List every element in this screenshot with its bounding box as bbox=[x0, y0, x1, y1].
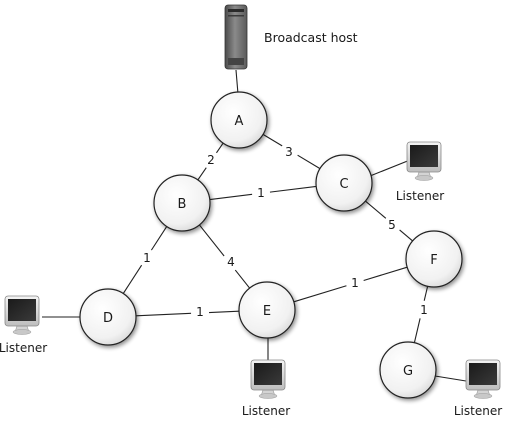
edge-f-g: 1 bbox=[413, 286, 429, 343]
node-label: G bbox=[403, 364, 413, 379]
node-circle bbox=[238, 281, 296, 339]
listener-d: Listener bbox=[0, 295, 47, 355]
listener-link-g bbox=[434, 375, 467, 382]
edge-line bbox=[297, 154, 321, 170]
node-label: E bbox=[263, 304, 271, 319]
edge-a-b: 2 bbox=[197, 142, 224, 181]
edge-line bbox=[209, 193, 253, 201]
node-label: C bbox=[339, 177, 348, 192]
edge-line bbox=[197, 167, 207, 181]
node-circle bbox=[405, 230, 463, 288]
broadcast-host-label: Broadcast host bbox=[264, 30, 358, 45]
node-e: E bbox=[238, 281, 296, 339]
edge-line bbox=[135, 312, 192, 317]
nodes-layer: A B C D E F G bbox=[79, 91, 463, 399]
node-b: B bbox=[153, 174, 211, 232]
edges-layer: 2 3 1 1 4 5 1 1 1 bbox=[122, 133, 429, 343]
edge-b-c: 1 bbox=[209, 185, 317, 201]
node-a: A bbox=[210, 91, 268, 149]
node-label: D bbox=[103, 311, 113, 326]
edge-line bbox=[262, 133, 283, 147]
listener-label: Listener bbox=[242, 404, 290, 418]
node-circle bbox=[210, 91, 268, 149]
edge-weight-label: 5 bbox=[388, 218, 396, 232]
edge-weight-label: 1 bbox=[420, 303, 428, 317]
node-circle bbox=[79, 288, 137, 346]
edge-weight-label: 3 bbox=[285, 145, 293, 159]
edge-b-d: 1 bbox=[122, 226, 168, 294]
edge-line bbox=[209, 310, 240, 314]
monitor-icon bbox=[4, 295, 40, 335]
edge-weight-label: 1 bbox=[351, 276, 359, 290]
listener-c: Listener bbox=[396, 141, 444, 203]
broadcast-host: Broadcast host bbox=[224, 4, 358, 95]
edge-line bbox=[122, 264, 143, 294]
edge-weight-label: 1 bbox=[257, 186, 265, 200]
listener-label: Listener bbox=[396, 189, 444, 203]
edge-line bbox=[423, 286, 429, 301]
edge-line bbox=[413, 318, 421, 343]
edge-e-f: 1 bbox=[293, 266, 408, 303]
monitor-icon bbox=[465, 359, 501, 399]
edge-line bbox=[269, 185, 317, 193]
edge-weight-label: 1 bbox=[143, 251, 151, 265]
listener-e: Listener bbox=[242, 359, 290, 418]
edge-weight-label: 4 bbox=[227, 255, 235, 269]
node-label: F bbox=[430, 253, 437, 268]
monitor-icon bbox=[250, 359, 286, 399]
node-circle bbox=[153, 174, 211, 232]
edge-weight-label: 2 bbox=[207, 153, 215, 167]
node-label: B bbox=[178, 197, 187, 212]
listener-label: Listener bbox=[0, 341, 47, 355]
listener-g: Listener bbox=[454, 359, 502, 418]
node-c: C bbox=[315, 154, 373, 212]
listener-label: Listener bbox=[454, 404, 502, 418]
edge-c-f: 5 bbox=[365, 200, 413, 242]
node-label: A bbox=[235, 114, 244, 129]
node-d: D bbox=[79, 288, 137, 346]
edge-weight-label: 1 bbox=[196, 305, 204, 319]
node-circle bbox=[379, 341, 437, 399]
node-f: F bbox=[405, 230, 463, 288]
edge-line bbox=[293, 285, 347, 303]
edge-line bbox=[234, 269, 251, 289]
listener-links bbox=[42, 159, 467, 382]
server-icon bbox=[224, 4, 248, 70]
edge-line bbox=[363, 266, 408, 282]
node-circle bbox=[315, 154, 373, 212]
edge-line bbox=[216, 142, 224, 154]
monitor-icon bbox=[406, 141, 442, 181]
listener-link-c bbox=[369, 159, 411, 177]
node-g: G bbox=[379, 341, 437, 399]
edge-line bbox=[399, 229, 413, 242]
edge-d-e: 1 bbox=[135, 305, 240, 319]
edge-line bbox=[150, 226, 168, 251]
edge-b-e: 4 bbox=[198, 224, 251, 289]
edge-line bbox=[198, 224, 225, 257]
edge-line bbox=[365, 200, 387, 219]
host-link bbox=[235, 69, 239, 95]
edge-a-c: 3 bbox=[262, 133, 321, 170]
